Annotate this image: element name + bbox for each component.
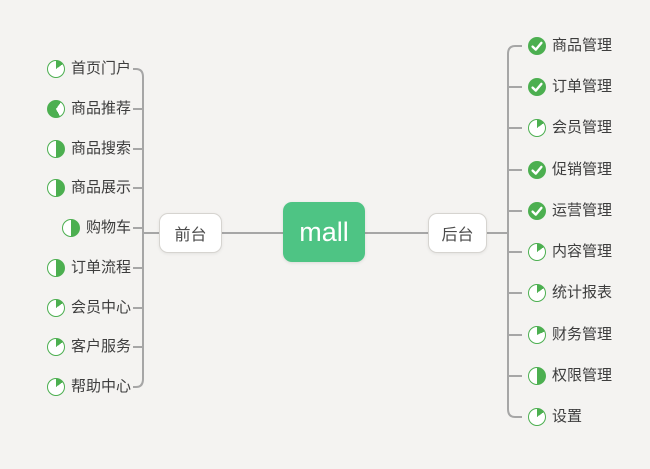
progress-pie-icon bbox=[528, 408, 546, 426]
progress-pie-icon bbox=[46, 179, 65, 197]
progress-pie-icon bbox=[528, 284, 546, 302]
item-label: 促销管理 bbox=[552, 161, 613, 178]
mindmap-item[interactable]: 客户服务 bbox=[46, 336, 131, 358]
mindmap-item[interactable]: 设置 bbox=[528, 406, 582, 428]
mindmap-item[interactable]: 内容管理 bbox=[528, 241, 612, 263]
item-label: 首页门户 bbox=[70, 60, 131, 77]
progress-pie-icon bbox=[61, 219, 80, 237]
progress-pie-icon bbox=[46, 259, 65, 277]
mindmap-item[interactable]: 首页门户 bbox=[46, 58, 131, 80]
item-label: 内容管理 bbox=[552, 243, 613, 260]
progress-pie-icon bbox=[46, 60, 65, 78]
item-label: 订单流程 bbox=[70, 259, 131, 276]
mindmap-item[interactable]: 商品推荐 bbox=[46, 98, 131, 120]
item-label: 会员管理 bbox=[552, 119, 613, 136]
mindmap-item[interactable]: 帮助中心 bbox=[46, 376, 131, 398]
progress-pie-icon bbox=[46, 140, 65, 158]
mindmap-item[interactable]: 订单流程 bbox=[46, 257, 131, 279]
item-label: 商品推荐 bbox=[70, 100, 131, 117]
mindmap-item[interactable]: 订单管理 bbox=[528, 76, 612, 98]
check-icon bbox=[528, 37, 546, 55]
item-label: 商品搜索 bbox=[70, 140, 131, 157]
item-label: 设置 bbox=[552, 408, 583, 425]
progress-pie-icon bbox=[46, 338, 65, 356]
item-label: 订单管理 bbox=[552, 78, 613, 95]
item-label: 统计报表 bbox=[552, 284, 613, 301]
mindmap-item[interactable]: 权限管理 bbox=[528, 365, 612, 387]
item-label: 商品管理 bbox=[552, 37, 613, 54]
mindmap-item[interactable]: 商品搜索 bbox=[46, 138, 131, 160]
branch-node-backend[interactable]: 后台 bbox=[428, 213, 487, 253]
progress-pie-icon bbox=[528, 367, 546, 385]
progress-pie-icon bbox=[528, 243, 546, 261]
progress-pie-icon bbox=[528, 326, 546, 344]
mindmap-item[interactable]: 商品管理 bbox=[528, 35, 612, 57]
mindmap-item[interactable]: 统计报表 bbox=[528, 282, 612, 304]
mindmap-item[interactable]: 购物车 bbox=[61, 217, 131, 239]
mindmap-item[interactable]: 会员管理 bbox=[528, 117, 612, 139]
mindmap-item[interactable]: 财务管理 bbox=[528, 324, 612, 346]
item-label: 客户服务 bbox=[70, 338, 131, 355]
item-label: 权限管理 bbox=[552, 367, 613, 384]
item-label: 帮助中心 bbox=[70, 378, 131, 395]
progress-pie-icon bbox=[528, 119, 546, 137]
mindmap-item[interactable]: 商品展示 bbox=[46, 177, 131, 199]
progress-pie-icon bbox=[46, 299, 65, 317]
item-label: 购物车 bbox=[85, 219, 131, 236]
progress-pie-icon bbox=[46, 100, 65, 118]
branch-node-frontend[interactable]: 前台 bbox=[159, 213, 222, 253]
progress-pie-icon bbox=[46, 378, 65, 396]
root-node-mall[interactable]: mall bbox=[283, 202, 365, 262]
mindmap-item[interactable]: 会员中心 bbox=[46, 297, 131, 319]
item-label: 运营管理 bbox=[552, 202, 613, 219]
item-label: 财务管理 bbox=[552, 326, 613, 343]
check-icon bbox=[528, 78, 546, 96]
mindmap-item[interactable]: 运营管理 bbox=[528, 200, 612, 222]
item-label: 会员中心 bbox=[70, 299, 131, 316]
check-icon bbox=[528, 161, 546, 179]
item-label: 商品展示 bbox=[70, 179, 131, 196]
mindmap-item[interactable]: 促销管理 bbox=[528, 159, 612, 181]
check-icon bbox=[528, 202, 546, 220]
